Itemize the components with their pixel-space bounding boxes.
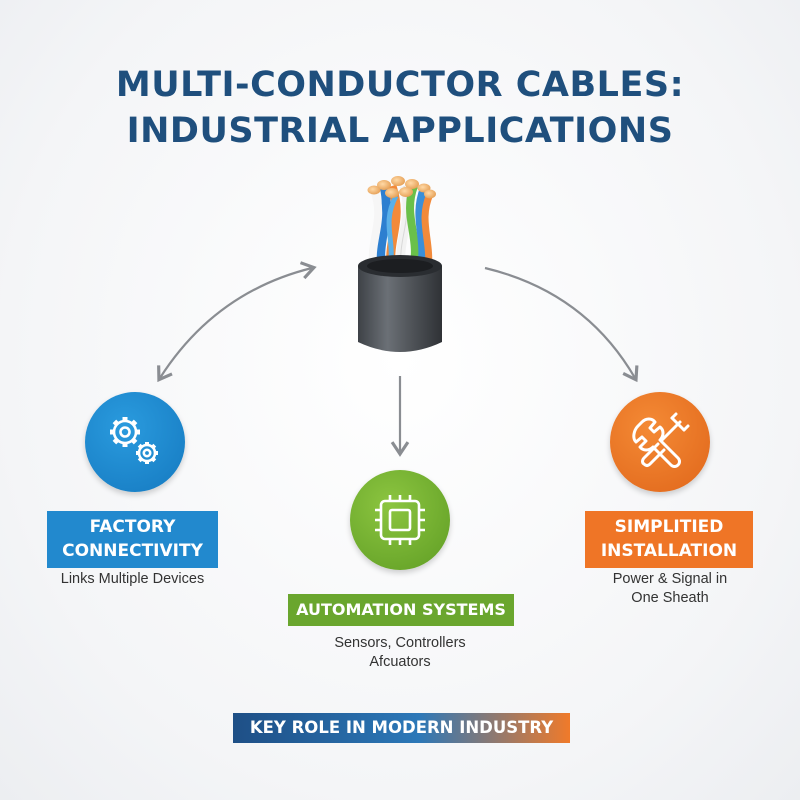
- installation-desc-line-2: One Sheath: [631, 590, 709, 606]
- gears-icon: [110, 417, 158, 464]
- simplified-installation-circle: [610, 392, 710, 492]
- factory-label-line-2: CONNECTIVITY: [62, 541, 203, 561]
- automation-systems-description: Sensors, Controllers Afcuators: [300, 634, 500, 672]
- automation-systems-label: AUTOMATION SYSTEMS: [288, 594, 514, 626]
- factory-connectivity-circle: [85, 392, 185, 492]
- factory-label-line-1: FACTORY: [89, 517, 176, 537]
- installation-desc-line-1: Power & Signal in: [612, 571, 728, 587]
- microchip-icon: [375, 495, 425, 545]
- factory-connectivity-label: FACTORY CONNECTIVITY: [47, 511, 218, 568]
- arrow-to-factory: [157, 261, 317, 383]
- factory-connectivity-description: Links Multiple Devices: [30, 570, 235, 589]
- page-title: MULTI-CONDUCTOR CABLES: INDUSTRIAL APPLI…: [0, 62, 800, 154]
- arrow-to-installation: [484, 266, 639, 383]
- simplified-installation-label: SIMPLITIED INSTALLATION: [585, 511, 753, 568]
- automation-systems-circle: [350, 470, 450, 570]
- simplified-installation-description: Power & Signal in One Sheath: [570, 570, 770, 608]
- title-line-1: MULTI-CONDUCTOR CABLES:: [115, 65, 685, 105]
- automation-desc-line-1: Sensors, Controllers: [334, 635, 466, 651]
- wrench-plug-icon: [632, 412, 690, 468]
- installation-label-line-1: SIMPLITIED: [614, 517, 724, 537]
- title-line-2: INDUSTRIAL APPLICATIONS: [126, 111, 674, 151]
- multi-conductor-cable-icon: [358, 176, 442, 352]
- key-role-banner: KEY ROLE IN MODERN INDUSTRY: [233, 713, 570, 743]
- factory-desc-line-1: Links Multiple Devices: [60, 571, 205, 587]
- installation-label-line-2: INSTALLATION: [600, 541, 738, 561]
- automation-desc-line-2: Afcuators: [369, 654, 431, 670]
